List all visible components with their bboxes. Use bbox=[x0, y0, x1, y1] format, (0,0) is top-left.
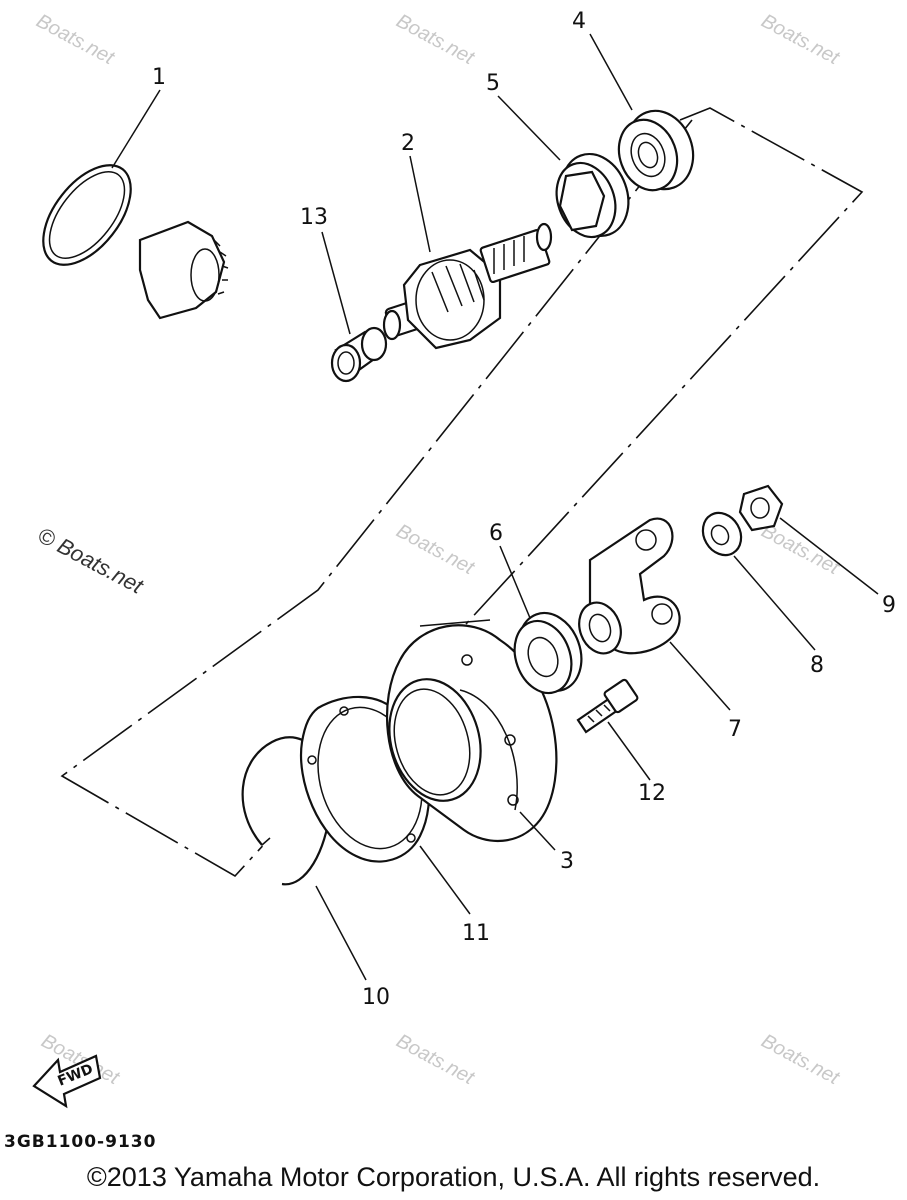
part-2-shaft-gear bbox=[382, 222, 553, 350]
watermark: Boats.net bbox=[758, 1030, 844, 1090]
copyright-notice: ©2013 Yamaha Motor Corporation, U.S.A. A… bbox=[86, 1162, 821, 1192]
part-9-nut bbox=[738, 484, 784, 532]
part-4-ball-bearing bbox=[617, 109, 695, 192]
callout-10: 10 bbox=[362, 985, 390, 1010]
part-3-housing bbox=[385, 619, 558, 842]
callout-6: 6 bbox=[489, 521, 503, 546]
part-8-washer bbox=[701, 511, 743, 557]
reference-gear bbox=[138, 220, 229, 320]
part-12-bolt bbox=[576, 678, 639, 734]
part-1-o-ring bbox=[42, 164, 132, 266]
watermark: Boats.net bbox=[758, 10, 844, 70]
callout-12: 12 bbox=[638, 781, 666, 806]
watermark: Boats.net bbox=[758, 520, 844, 580]
callout-1: 1 bbox=[152, 65, 166, 90]
callout-2: 2 bbox=[401, 131, 415, 156]
callout-4: 4 bbox=[572, 9, 586, 34]
callout-5: 5 bbox=[486, 71, 500, 96]
callout-9: 9 bbox=[882, 593, 896, 618]
watermark: Boats.net bbox=[33, 10, 119, 70]
leader-lines bbox=[111, 33, 879, 981]
part-code: 3GB1100-9130 bbox=[4, 1132, 157, 1152]
callout-labels: 1 2 3 4 5 6 7 8 9 10 11 12 13 bbox=[152, 9, 896, 1010]
callout-8: 8 bbox=[810, 653, 824, 678]
part-5-nut bbox=[555, 152, 630, 239]
callout-7: 7 bbox=[728, 717, 742, 742]
watermark: Boats.net bbox=[393, 1030, 479, 1090]
part-7-yoke bbox=[578, 517, 681, 655]
alignment-line bbox=[60, 107, 864, 878]
watermark-prominent: © Boats.net bbox=[34, 522, 148, 599]
callout-11: 11 bbox=[462, 921, 490, 946]
part-6-oil-seal bbox=[513, 611, 583, 695]
part-13-bearing bbox=[330, 326, 388, 383]
watermark: Boats.net bbox=[393, 10, 479, 70]
callout-13: 13 bbox=[300, 205, 328, 230]
callout-3: 3 bbox=[560, 849, 574, 874]
watermark: Boats.net bbox=[393, 520, 479, 580]
